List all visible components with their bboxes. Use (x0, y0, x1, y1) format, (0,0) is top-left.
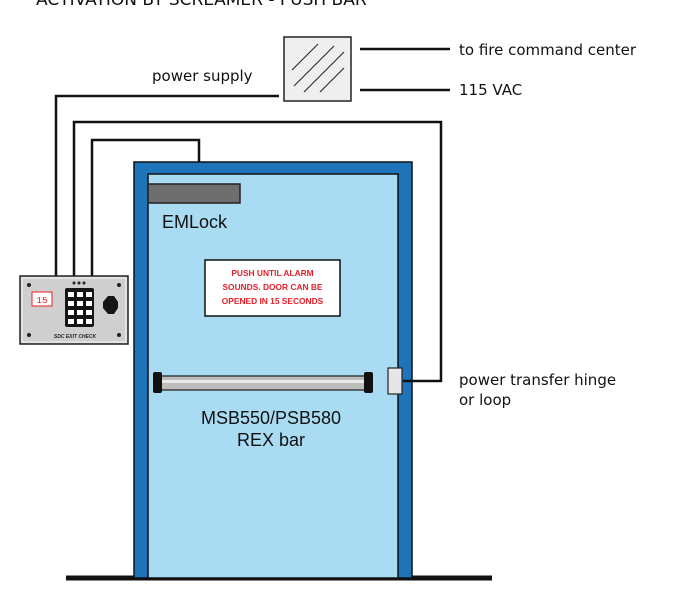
speaker-icon (103, 296, 118, 314)
countdown-display-value: 15 (36, 295, 48, 306)
power-transfer-hinge (387, 367, 403, 395)
keypad-brand: SDC EXIT CHECK (54, 334, 97, 340)
sign-line-1: PUSH UNTIL ALARM (231, 268, 313, 278)
exit-check-keypad-unit: 15 SDC EXIT CHECK (19, 275, 129, 345)
wire-to-hinge (72, 120, 443, 383)
hinge-label-line-2: or loop (459, 391, 511, 409)
keypad-grid (65, 288, 94, 327)
wiring (54, 94, 443, 383)
power-supply-box (283, 36, 352, 102)
countdown-display (31, 291, 53, 307)
power-supply-label: power supply (152, 67, 253, 85)
wire-power-supply (54, 94, 279, 280)
diagram-title: ACTIVATION BY SCREAMER - PUSH BAR (36, 0, 367, 10)
sign-line-3: OPENED IN 15 SECONDS (222, 296, 324, 306)
emlock-magnet (147, 183, 241, 204)
hinge-label-line-1: power transfer hinge (459, 371, 616, 389)
fire-command-label: to fire command center (459, 41, 637, 59)
wire-to-emlock (90, 138, 201, 280)
rex-label-line-2: REX bar (237, 430, 305, 450)
emlock-label: EMLock (162, 212, 228, 232)
rex-label-line-1: MSB550/PSB580 (201, 408, 341, 428)
sign-line-2: SOUNDS. DOOR CAN BE (222, 282, 322, 292)
warning-sign (204, 259, 341, 317)
vac-label: 115 VAC (459, 81, 522, 99)
rex-push-bar (153, 372, 373, 393)
